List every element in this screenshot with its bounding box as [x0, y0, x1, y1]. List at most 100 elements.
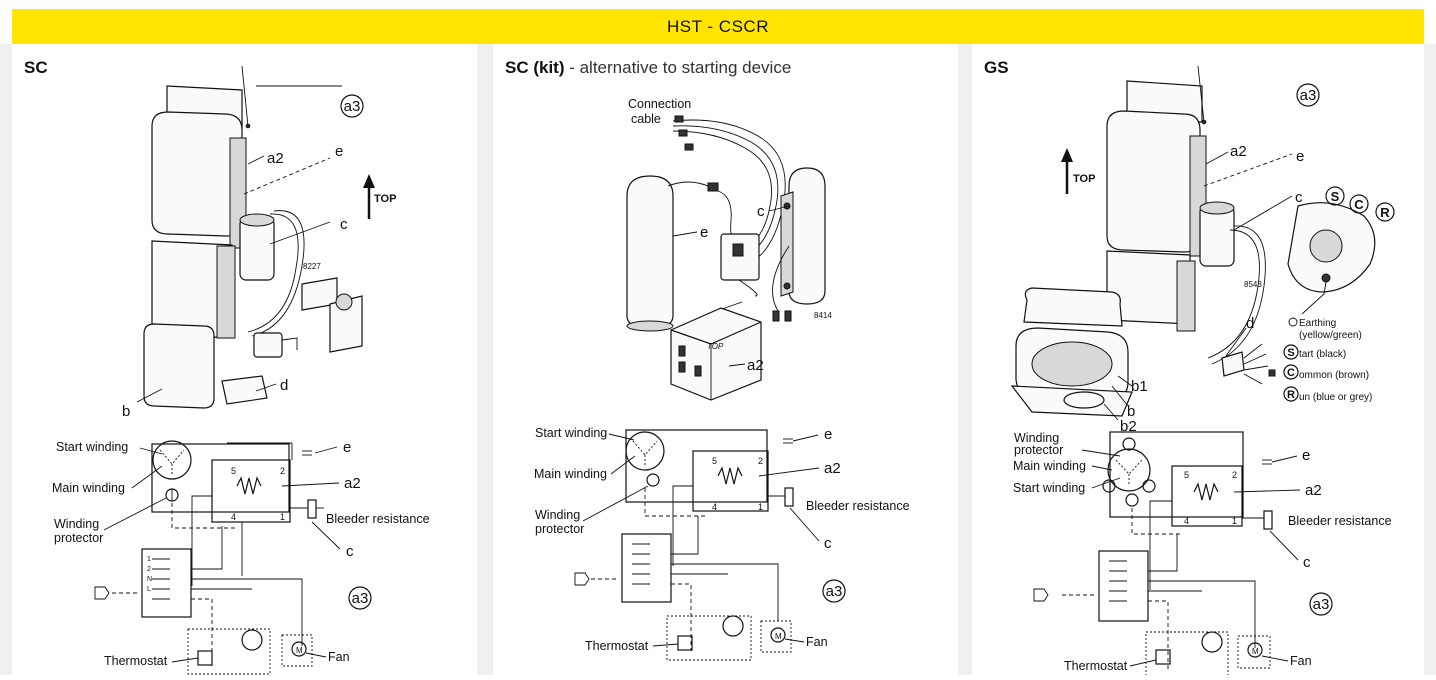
gs-label-fan: Fan — [1290, 654, 1312, 668]
sc-label-winding-protector-2: protector — [54, 531, 103, 545]
panel-title-text: GS — [984, 58, 1009, 77]
gs-label-e: e — [1296, 148, 1304, 165]
svg-text:M: M — [1252, 647, 1259, 656]
gs-c-terminal — [1349, 194, 1369, 214]
gs-label-b1: b1 — [1131, 378, 1148, 395]
gs-symbol-s2: S — [1287, 347, 1294, 359]
svg-text:4: 4 — [712, 502, 717, 512]
svg-text:M: M — [775, 632, 782, 641]
gs-label-b2: b2 — [1120, 418, 1137, 435]
gs-label-earthing-1: Earthing — [1299, 318, 1336, 329]
panel-sc-kit: SC (kit) - alternative to starting devic… — [493, 46, 958, 675]
kit-label-main-winding: Main winding — [534, 467, 607, 481]
gs-symbol-c2: C — [1287, 367, 1295, 379]
gs-label-top: TOP — [1073, 173, 1095, 185]
kit-label-a2: a2 — [747, 357, 764, 374]
sc-kit-exploded-view — [626, 115, 826, 401]
gs-label-start-winding: Start winding — [1013, 481, 1085, 495]
gs-a3-callout-2 — [1309, 592, 1333, 616]
svg-text:4: 4 — [231, 512, 236, 522]
svg-text:1: 1 — [758, 502, 763, 512]
sc-a3-callout — [340, 94, 364, 118]
gs-diagram: a3 a2 e TOP c 8543 S C R d b1 b b2 Earth… — [1010, 65, 1395, 677]
svg-text:M: M — [296, 646, 303, 655]
sc-kit-diagram: Connection cable e c 8414 a2 TOP 5 2 4 1 — [534, 97, 910, 661]
kit-label-code: 8414 — [814, 311, 832, 320]
panel-title-text: SC — [24, 58, 48, 77]
sc-label-c: c — [340, 216, 348, 233]
kit-label-e2: e — [824, 426, 832, 443]
sc-kit-wiring-schematic: 5 2 4 1 M — [574, 429, 794, 661]
svg-text:5: 5 — [1184, 470, 1189, 480]
kit-label-connection-1: Connection — [628, 97, 691, 111]
gs-run-symbol — [1283, 386, 1299, 402]
gs-label-thermostat: Thermostat — [1064, 659, 1128, 673]
gs-label-s: S — [1331, 189, 1340, 204]
gs-common-symbol — [1283, 364, 1299, 380]
gs-label-earthing-2: (yellow/green) — [1299, 330, 1362, 341]
gs-exploded-view — [1010, 65, 1376, 421]
svg-text:2: 2 — [1232, 470, 1237, 480]
panel-title-text: SC (kit) — [505, 58, 565, 77]
sc-a3-callout-2 — [348, 586, 372, 610]
kit-label-a2b: a2 — [824, 460, 841, 477]
gs-label-a3: a3 — [1300, 87, 1317, 104]
gs-label-common-brown: ommon (brown) — [1299, 370, 1369, 381]
section-banner: HST - CSCR — [12, 9, 1424, 44]
gs-label-bleeder: Bleeder resistance — [1288, 514, 1392, 528]
svg-text:1: 1 — [147, 556, 151, 563]
kit-label-fan: Fan — [806, 635, 828, 649]
gs-label-code: 8543 — [1244, 280, 1262, 289]
panel-title: SC (kit) - alternative to starting devic… — [505, 58, 791, 78]
gs-label-r: R — [1380, 205, 1390, 220]
sc-label-e2: e — [343, 439, 351, 456]
panel-title: GS — [984, 58, 1009, 78]
gs-r-terminal — [1375, 202, 1395, 222]
sc-label-a2: a2 — [267, 150, 284, 167]
gs-label-e2: e — [1302, 447, 1310, 464]
gs-label-c: c — [1295, 189, 1303, 206]
sc-label-c2: c — [346, 543, 354, 560]
sc-exploded-view — [136, 65, 375, 409]
gs-earth-symbol — [1288, 317, 1298, 327]
kit-a3-callout — [822, 579, 846, 603]
panel-subtitle: - alternative to starting device — [564, 58, 792, 77]
gs-start-symbol — [1283, 344, 1299, 360]
kit-label-winding-protector-1: Winding — [535, 508, 580, 522]
kit-label-top-stamp: TOP — [707, 342, 724, 351]
sc-diagram: a3 a2 e TOP c 8227 d b 5 2 4 1 — [52, 65, 430, 675]
gs-label-winding-protector-2: protector — [1014, 443, 1063, 457]
gs-a3-callout — [1296, 83, 1320, 107]
gs-label-a2: a2 — [1230, 143, 1247, 160]
kit-label-winding-protector-2: protector — [535, 522, 584, 536]
kit-label-bleeder: Bleeder resistance — [806, 499, 910, 513]
sc-label-top: TOP — [374, 193, 396, 205]
kit-label-thermostat: Thermostat — [585, 639, 649, 653]
kit-label-c: c — [757, 203, 765, 220]
sc-label-bleeder: Bleeder resistance — [326, 512, 430, 526]
sc-label-a2b: a2 — [344, 475, 361, 492]
kit-label-a3: a3 — [826, 583, 843, 600]
gs-label-winding-protector-1: Winding — [1014, 431, 1059, 445]
banner-title: HST - CSCR — [667, 17, 769, 36]
svg-text:4: 4 — [1184, 516, 1189, 526]
gs-label-run-blue: un (blue or grey) — [1299, 392, 1372, 403]
sc-label-main-winding: Main winding — [52, 481, 125, 495]
sc-label-start-winding: Start winding — [56, 440, 128, 454]
sc-label-fan: Fan — [328, 650, 350, 664]
gs-wiring-schematic: 5 2 4 1 M — [1033, 431, 1273, 677]
top-strip — [0, 0, 1436, 9]
gs-s-terminal — [1325, 186, 1345, 206]
svg-text:N: N — [147, 576, 152, 583]
panel-gutter-1 — [477, 44, 493, 675]
kit-label-c2: c — [824, 535, 832, 552]
panel-gutter-2 — [958, 44, 972, 675]
sc-label-d: d — [280, 377, 288, 394]
kit-label-e: e — [700, 224, 708, 241]
sc-label-e: e — [335, 143, 343, 160]
sc-label-thermostat: Thermostat — [104, 654, 168, 668]
sc-label-b: b — [122, 403, 130, 420]
kit-label-start-winding: Start winding — [535, 426, 607, 440]
panel-gs: GS — [972, 46, 1424, 677]
kit-label-connection-2: cable — [631, 112, 661, 126]
